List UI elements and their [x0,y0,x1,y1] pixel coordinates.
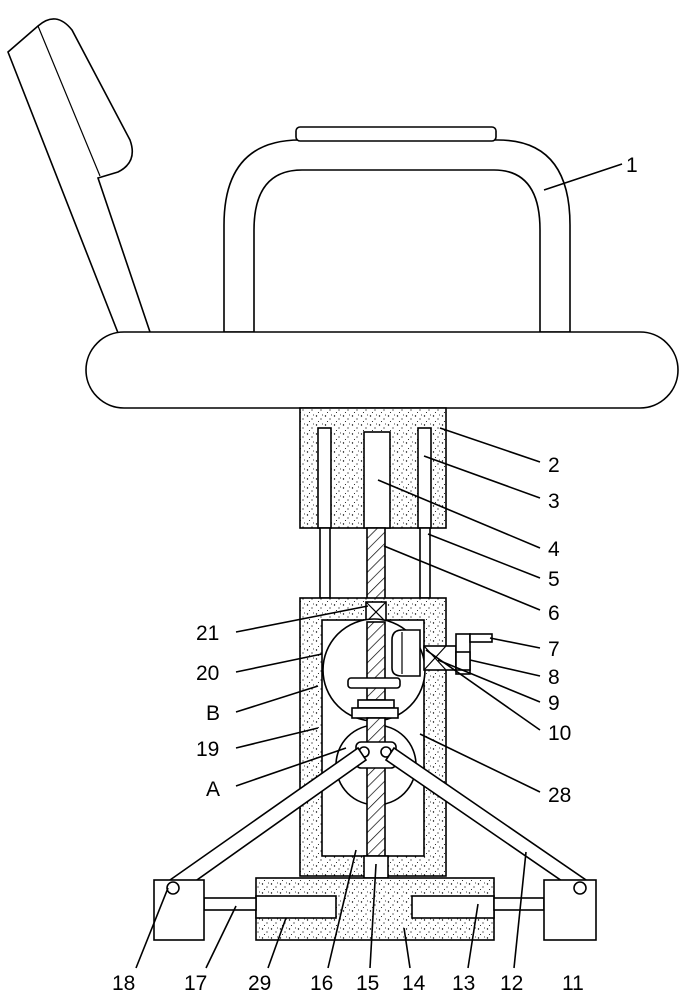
label-B: B [206,702,220,725]
label-2: 2 [548,454,560,477]
label-6: 6 [548,602,560,625]
label-A: A [206,778,220,801]
foot-block-right [543,879,597,941]
slide-rod-left [203,897,257,911]
slide-slot-right [411,895,495,919]
label-8: 8 [548,666,560,689]
center-post [363,431,391,529]
label-21: 21 [196,622,219,645]
label-9: 9 [548,692,560,715]
leader-lines [135,163,623,969]
knob-plate [455,651,471,671]
guide-slot-left [317,427,332,529]
label-19: 19 [196,738,219,761]
slide-slot-left [255,895,337,919]
label-16: 16 [310,972,333,995]
seat-frame [223,126,571,333]
label-14: 14 [402,972,426,995]
seat-cushion [85,331,679,409]
backrest [7,18,152,339]
label-12: 12 [500,972,523,995]
threaded-screw [366,527,386,607]
label-18: 18 [112,972,135,995]
label-1: 1 [626,154,638,177]
slide-rod-right [493,897,545,911]
label-15: 15 [356,972,379,995]
label-4: 4 [548,538,560,561]
label-13: 13 [452,972,475,995]
label-3: 3 [548,490,560,513]
label-5: 5 [548,568,560,591]
reference-labels: 1 2 3 4 5 6 7 8 9 10 28 21 20 B 19 A 18 … [112,154,638,995]
pivot-joint [335,717,417,857]
drive-shaft [423,645,457,671]
guide-slot-right [417,427,432,529]
label-29: 29 [248,972,271,995]
label-28: 28 [548,784,571,807]
knob-handle [469,633,493,643]
label-20: 20 [196,662,219,685]
label-10: 10 [548,722,571,745]
bevel-gear-assembly [322,618,426,722]
guide-rod-left [319,527,331,599]
label-7: 7 [548,638,560,661]
label-11: 11 [562,972,584,995]
label-17: 17 [184,972,207,995]
